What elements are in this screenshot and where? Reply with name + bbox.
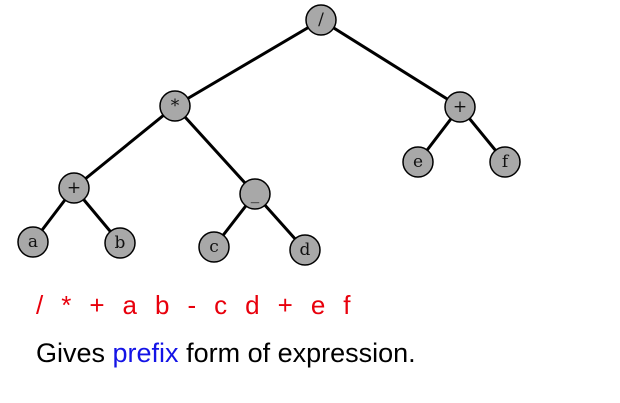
node-circle-plus1 <box>58 172 90 204</box>
node-label-mul: * <box>171 96 180 116</box>
node-circle-b <box>104 227 136 259</box>
node-a: a <box>17 226 49 258</box>
expression-tree: / * + + _ e f a b c d <box>17 4 521 266</box>
prefix-token: d <box>245 290 260 320</box>
node-circle-minus <box>239 178 271 210</box>
node-circle-c <box>198 231 230 263</box>
edge-root-plus2 <box>319 18 462 109</box>
caption-after: form of expression. <box>178 338 416 368</box>
node-plus1: + <box>58 172 90 204</box>
prefix-token: a <box>122 290 138 320</box>
node-label-e: e <box>413 152 423 172</box>
node-d: d <box>289 234 321 266</box>
prefix-token: + <box>277 290 293 320</box>
node-label-root: / <box>318 10 324 30</box>
caption: Gives prefix form of expression. <box>36 338 416 369</box>
node-label-b: b <box>115 233 126 253</box>
node-minus: _ <box>239 178 271 210</box>
node-label-d: d <box>300 240 311 260</box>
node-label-plus1: + <box>67 178 81 198</box>
node-label-f: f <box>502 152 510 172</box>
node-circle-a <box>17 226 49 258</box>
edge-mul-minus <box>173 104 257 196</box>
edge-mul-plus1 <box>72 104 177 190</box>
prefix-token: e <box>310 290 326 320</box>
caption-before: Gives <box>36 338 113 368</box>
prefix-token: b <box>155 290 170 320</box>
prefix-token: - <box>187 290 197 320</box>
node-label-c: c <box>209 237 219 257</box>
caption-highlight-prefix: prefix <box>112 338 179 368</box>
node-c: c <box>198 231 230 263</box>
node-root: / <box>305 4 337 36</box>
edge-root-mul <box>173 18 323 108</box>
node-circle-root <box>305 4 337 36</box>
node-circle-d <box>289 234 321 266</box>
node-label-a: a <box>28 232 38 252</box>
node-b: b <box>104 227 136 259</box>
node-circle-mul <box>159 90 191 122</box>
node-circle-e <box>402 146 434 178</box>
prefix-token: f <box>343 290 351 320</box>
prefix-token: * <box>61 290 72 320</box>
node-mul: * <box>159 90 191 122</box>
node-f: f <box>489 146 521 178</box>
prefix-token: c <box>214 290 228 320</box>
node-e: e <box>402 146 434 178</box>
node-circle-f <box>489 146 521 178</box>
tree-edges <box>31 18 507 252</box>
node-label-minus: _ <box>251 184 260 204</box>
prefix-token: / <box>36 290 44 320</box>
node-plus2: + <box>444 91 476 123</box>
node-circle-plus2 <box>444 91 476 123</box>
node-label-plus2: + <box>453 97 467 117</box>
prefix-token: + <box>89 290 105 320</box>
tree-nodes: / * + + _ e f a b c d <box>17 4 521 266</box>
